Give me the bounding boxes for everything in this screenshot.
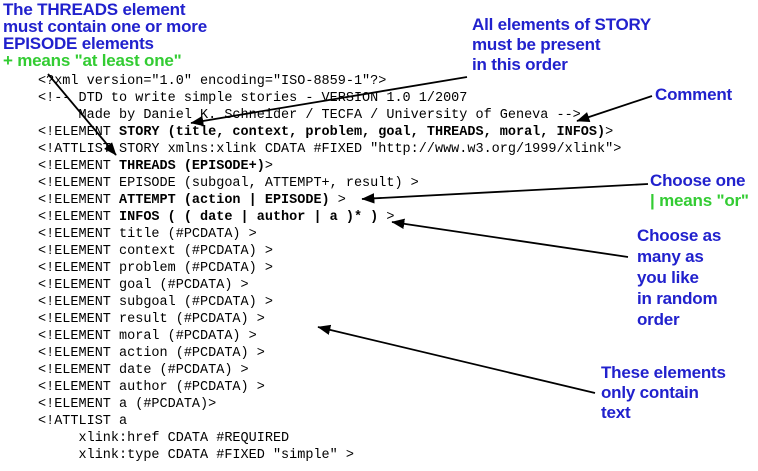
annotation-line: order — [637, 310, 680, 329]
annotation-line: in this order — [472, 55, 568, 74]
code-line: <!ELEMENT result (#PCDATA) > — [38, 312, 265, 327]
code-line: <!ATTLIST STORY xmlns:xlink CDATA #FIXED… — [38, 142, 622, 157]
annotation-line: All elements of STORY — [472, 15, 652, 34]
code-line: <!-- DTD to write simple stories - VERSI… — [38, 91, 468, 106]
code-line: <!ELEMENT action (#PCDATA) > — [38, 346, 265, 361]
dtd-code: <?xml version="1.0" encoding="ISO-8859-1… — [38, 73, 621, 464]
code-line: <!ELEMENT date (#PCDATA) > — [38, 363, 249, 378]
annotation-line: many as — [637, 247, 704, 266]
annotation-line: The THREADS element — [3, 0, 186, 19]
code-line: <!ELEMENT EPISODE (subgoal, ATTEMPT+, re… — [38, 176, 419, 191]
code-line: <!ELEMENT moral (#PCDATA) > — [38, 329, 257, 344]
annotation-line: | means "or" — [650, 191, 749, 210]
code-line: <!ELEMENT subgoal (#PCDATA) > — [38, 295, 273, 310]
annotation-line: must contain one or more — [3, 17, 207, 36]
code-line: <!ELEMENT author (#PCDATA) > — [38, 380, 265, 395]
annotation-line: must be present — [472, 35, 601, 54]
annotation-line: text — [601, 403, 631, 422]
code-line: <!ELEMENT ATTEMPT (action | EPISODE) > — [38, 193, 346, 208]
code-line: Made by Daniel K. Schneider / TECFA / Un… — [38, 108, 581, 123]
annotation-line: EPISODE elements — [3, 34, 154, 53]
annotation-line: Choose one — [650, 171, 746, 190]
code-line: xlink:type CDATA #FIXED "simple" > — [38, 448, 354, 463]
code-line: <!ELEMENT STORY (title, context, problem… — [38, 125, 614, 140]
code-line: <!ELEMENT a (#PCDATA)> — [38, 397, 217, 412]
code-line: <!ELEMENT title (#PCDATA) > — [38, 227, 257, 242]
annotation-line: Comment — [655, 85, 732, 104]
annotation-line: you like — [637, 268, 699, 287]
annotation-comment: Comment — [655, 86, 732, 104]
code-line: <!ELEMENT problem (#PCDATA) > — [38, 261, 273, 276]
annotation-choose-many: Choose as many as you like in random order — [637, 225, 721, 330]
annotation-line: Choose as — [637, 226, 722, 245]
code-line: xlink:href CDATA #REQUIRED — [38, 431, 290, 446]
annotation-line: These elements — [601, 363, 726, 382]
code-line: <?xml version="1.0" encoding="ISO-8859-1… — [38, 74, 387, 89]
annotation-choose-one: Choose one| means "or" — [650, 171, 749, 211]
code-line: <!ELEMENT context (#PCDATA) > — [38, 244, 273, 259]
annotation-line: in random — [637, 289, 718, 308]
code-line: <!ELEMENT INFOS ( ( date | author | a )*… — [38, 210, 395, 225]
annotation-line: + means "at least one" — [3, 51, 182, 70]
code-line: <!ELEMENT THREADS (EPISODE+)> — [38, 159, 273, 174]
code-line: <!ELEMENT goal (#PCDATA) > — [38, 278, 249, 293]
code-line: <!ATTLIST a — [38, 414, 128, 429]
annotation-line: only contain — [601, 383, 699, 402]
